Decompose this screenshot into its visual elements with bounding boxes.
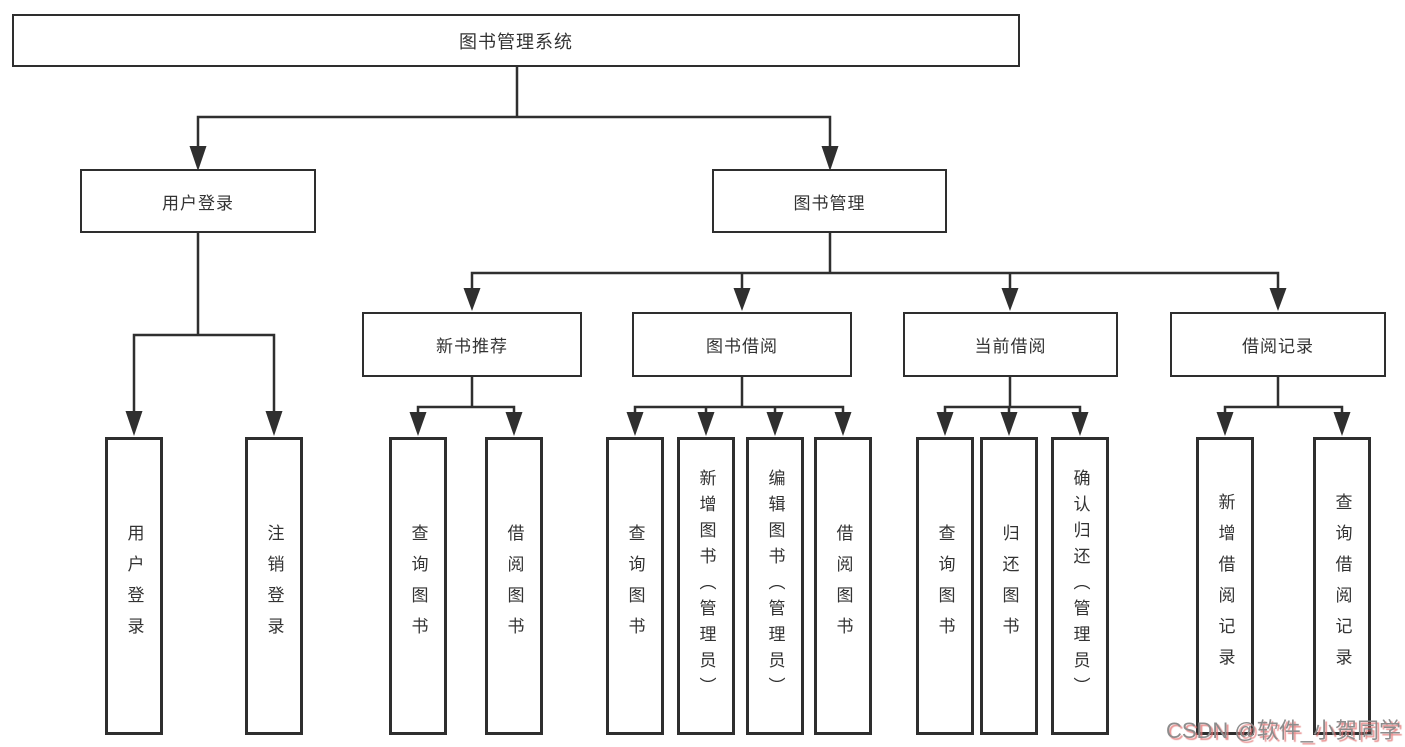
node-borrow-add-book-label: 新增图书（管理员） xyxy=(696,469,716,703)
node-logout-leaf: 注销登录 xyxy=(245,437,303,735)
node-rec-query-book-label: 查询图书 xyxy=(408,524,428,648)
connector-book-borrow xyxy=(633,377,845,414)
node-rec-borrow-book-label: 借阅图书 xyxy=(504,524,524,648)
connector-user-login xyxy=(132,233,276,413)
node-rec-borrow-book: 借阅图书 xyxy=(485,437,543,735)
node-rec-query-book: 查询图书 xyxy=(389,437,447,735)
connector-current-borrow xyxy=(943,377,1082,414)
connector-root xyxy=(196,67,832,148)
connector-borrow-records xyxy=(1223,377,1344,414)
node-book-borrow-label: 图书借阅 xyxy=(706,337,778,356)
node-cur-query-book: 查询图书 xyxy=(916,437,974,735)
node-cur-return-book: 归还图书 xyxy=(980,437,1038,735)
node-borrow-borrow-book-label: 借阅图书 xyxy=(833,524,853,648)
node-new-books-label: 新书推荐 xyxy=(436,337,508,356)
connector-book-mgmt xyxy=(470,233,1280,290)
arrowheads xyxy=(125,146,1351,436)
node-records-query-label: 查询借阅记录 xyxy=(1332,493,1352,679)
node-cur-query-book-label: 查询图书 xyxy=(935,524,955,648)
node-book-mgmt-label: 图书管理 xyxy=(793,193,866,213)
node-borrow-query-book: 查询图书 xyxy=(606,437,664,735)
node-cur-confirm-return-label: 确认归还（管理员） xyxy=(1070,469,1090,703)
node-cur-return-book-label: 归还图书 xyxy=(999,524,1019,648)
node-root-label: 图书管理系统 xyxy=(459,31,573,52)
node-new-books: 新书推荐 xyxy=(362,312,582,377)
node-current-borrow: 当前借阅 xyxy=(903,312,1118,377)
node-borrow-borrow-book: 借阅图书 xyxy=(814,437,872,735)
node-book-mgmt: 图书管理 xyxy=(712,169,947,233)
node-borrow-records: 借阅记录 xyxy=(1170,312,1386,377)
node-records-query: 查询借阅记录 xyxy=(1313,437,1371,735)
node-book-borrow: 图书借阅 xyxy=(632,312,852,377)
node-current-borrow-label: 当前借阅 xyxy=(974,337,1047,356)
node-records-add-label: 新增借阅记录 xyxy=(1215,493,1235,679)
node-borrow-edit-book: 编辑图书（管理员） xyxy=(746,437,804,735)
connector-new-books xyxy=(416,377,516,414)
node-user-login: 用户登录 xyxy=(80,169,316,233)
node-cur-confirm-return: 确认归还（管理员） xyxy=(1051,437,1109,735)
node-borrow-edit-book-label: 编辑图书（管理员） xyxy=(765,469,785,703)
node-root: 图书管理系统 xyxy=(12,14,1020,67)
node-user-login-leaf-label: 用户登录 xyxy=(124,524,144,648)
node-records-add: 新增借阅记录 xyxy=(1196,437,1254,735)
node-logout-leaf-label: 注销登录 xyxy=(264,524,284,648)
node-borrow-add-book: 新增图书（管理员） xyxy=(677,437,735,735)
node-user-login-leaf: 用户登录 xyxy=(105,437,163,735)
node-user-login-label: 用户登录 xyxy=(162,193,234,213)
node-borrow-query-book-label: 查询图书 xyxy=(625,524,645,648)
csdn-watermark: CSDN @软件_小贺同学 xyxy=(1165,718,1401,743)
node-borrow-records-label: 借阅记录 xyxy=(1242,337,1314,356)
